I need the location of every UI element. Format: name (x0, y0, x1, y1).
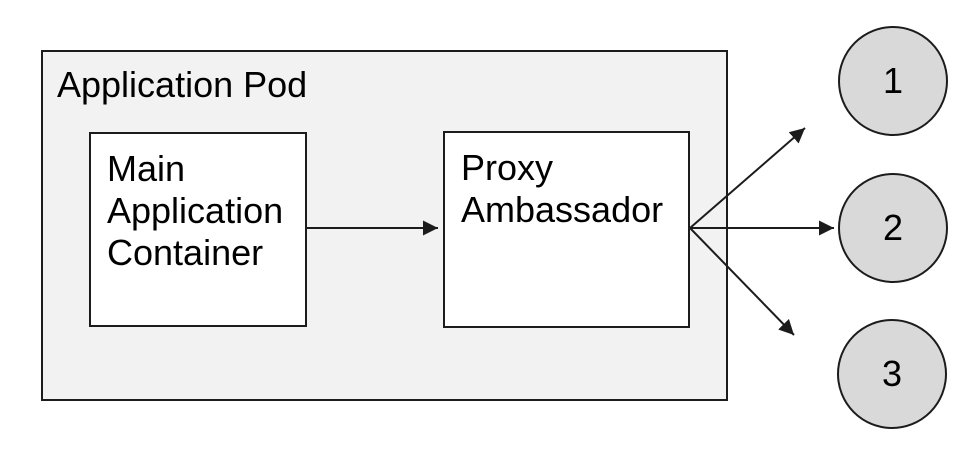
proxy-ambassador-node: Proxy Ambassador (443, 131, 690, 328)
main-application-container-label: Main Application Container (107, 148, 284, 273)
main-application-container-node: Main Application Container (89, 132, 307, 327)
application-pod-group: Application Pod Main Application Contain… (41, 50, 728, 401)
endpoint-1-label: 1 (882, 60, 904, 101)
endpoint-circle-2: 2 (838, 173, 948, 283)
endpoint-circle-1: 1 (838, 26, 948, 136)
proxy-ambassador-label: Proxy Ambassador (461, 147, 664, 230)
endpoint-2-label: 2 (882, 207, 904, 248)
endpoint-circle-3: 3 (837, 319, 947, 429)
endpoint-3-label: 3 (881, 353, 903, 394)
application-pod-label: Application Pod (57, 64, 308, 105)
